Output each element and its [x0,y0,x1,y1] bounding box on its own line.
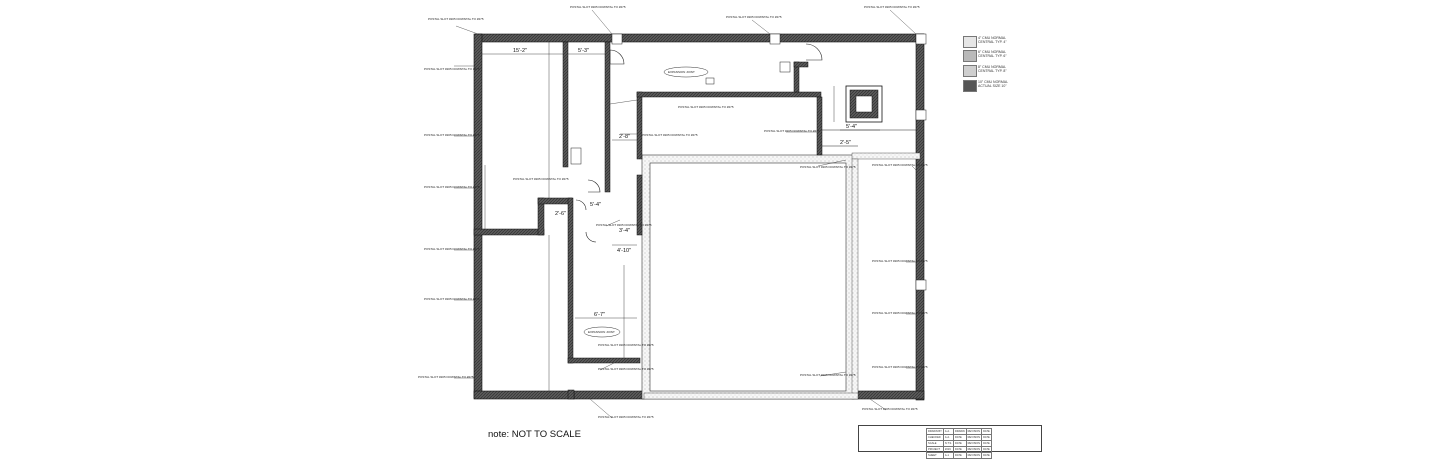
sleeve-label: POSTAL SLOT #205 DOWNTAL TO #275 [424,67,480,71]
legend-swatch-10in [963,80,977,92]
dim-entry-width: 2'-6" [555,211,566,217]
sleeve-label: POSTAL SLOT #205 DOWNTAL TO #275 [872,365,928,369]
plan-details [570,33,927,291]
legend-label: 4" CMU NORMAL CENTRAL TYP. 4" [978,36,1007,44]
legend-swatch-4in [963,36,977,48]
expansion-joint-label: EXPANSION JOINT [588,330,615,334]
sleeve-label: POSTAL SLOT #205 DOWNTAL TO #275 [598,415,654,419]
concrete-slab [641,152,921,400]
not-to-scale-note: note: NOT TO SCALE [488,429,581,440]
dimension-labels: 15'-2" 5'-3" 2'-8" 3'-4" 2'-6" 4'-10" 5'… [513,48,857,318]
sleeve-label: POSTAL SLOT #205 DOWNTAL TO #275 [513,177,569,181]
dim-shaft-offset: 2'-5" [840,140,851,146]
doors [575,43,823,243]
sleeve-label: POSTAL SLOT #205 DOWNTAL TO #275 [428,17,484,21]
dim-room-width: 15'-2" [513,48,527,54]
dim-hall-width: 4'-10" [617,248,631,254]
dim-stair-width: 2'-8" [619,134,630,140]
sleeve-label: POSTAL SLOT #205 DOWNTAL TO #275 [864,5,920,9]
expansion-joint-cloud: EXPANSION JOINT EXPANSION JOINT [583,66,709,338]
sleeve-label: POSTAL SLOT #205 DOWNTAL TO #275 [872,311,928,315]
sleeve-label: POSTAL SLOT #205 DOWNTAL TO #275 [424,247,480,251]
expansion-joint-label: EXPANSION JOINT [668,70,695,74]
legend-swatch-6in [963,50,977,62]
sleeve-label: POSTAL SLOT #205 DOWNTAL TO #275 [862,407,918,411]
dim-closet-width: 3'-4" [619,228,630,234]
dim-shaft-width: 5'-4" [846,124,857,130]
shaft-column [845,85,883,123]
sleeve-label: POSTAL SLOT #205 DOWNTAL TO #275 [598,367,654,371]
sleeve-label: POSTAL SLOT #205 DOWNTAL TO #275 [596,223,652,227]
sleeve-label: POSTAL SLOT #205 DOWNTAL TO #275 [642,133,698,137]
legend-label: 10" CMU NORMAL ACTUAL SIZE 10" [978,80,1008,88]
legend-label: 6" CMU NORMAL CENTRAL TYP. 6" [978,50,1007,58]
sleeve-labels: POSTAL SLOT #205 DOWNTAL TO #275 POSTAL … [418,5,928,419]
sleeve-label: POSTAL SLOT #205 DOWNTAL TO #275 [598,343,654,347]
sleeve-label: POSTAL SLOT #205 DOWNTAL TO #275 [424,185,480,189]
sleeve-label: POSTAL SLOT #205 DOWNTAL TO #275 [800,373,856,377]
sleeve-label: POSTAL SLOT #205 DOWNTAL TO #275 [570,5,626,9]
legend-label: 8" CMU NORMAL CENTRAL TYP. 8" [978,65,1007,73]
dim-corridor-width: 5'-3" [578,48,589,54]
sleeve-label: POSTAL SLOT #205 DOWNTAL TO #275 [726,15,782,19]
dim-vestibule-width: 5'-4" [590,202,601,208]
sleeve-label: POSTAL SLOT #205 DOWNTAL TO #275 [678,105,734,109]
sleeve-label: POSTAL SLOT #205 DOWNTAL TO #275 [872,259,928,263]
dim-lower-room-width: 6'-7" [594,312,605,318]
sleeve-label: POSTAL SLOT #205 DOWNTAL TO #275 [418,375,474,379]
sleeve-callouts [454,9,917,419]
sleeve-label: POSTAL SLOT #205 DOWNTAL TO #275 [424,297,480,301]
legend-swatch-8in [963,65,977,77]
sleeve-label: POSTAL SLOT #205 DOWNTAL TO #275 [800,165,856,169]
sleeve-label: POSTAL SLOT #205 DOWNTAL TO #275 [764,129,820,133]
interior-walls [473,41,823,400]
dimension-lines [482,42,880,391]
sleeve-label: POSTAL SLOT #205 DOWNTAL TO #275 [872,163,928,167]
sleeve-label: POSTAL SLOT #205 DOWNTAL TO #275 [424,133,480,137]
